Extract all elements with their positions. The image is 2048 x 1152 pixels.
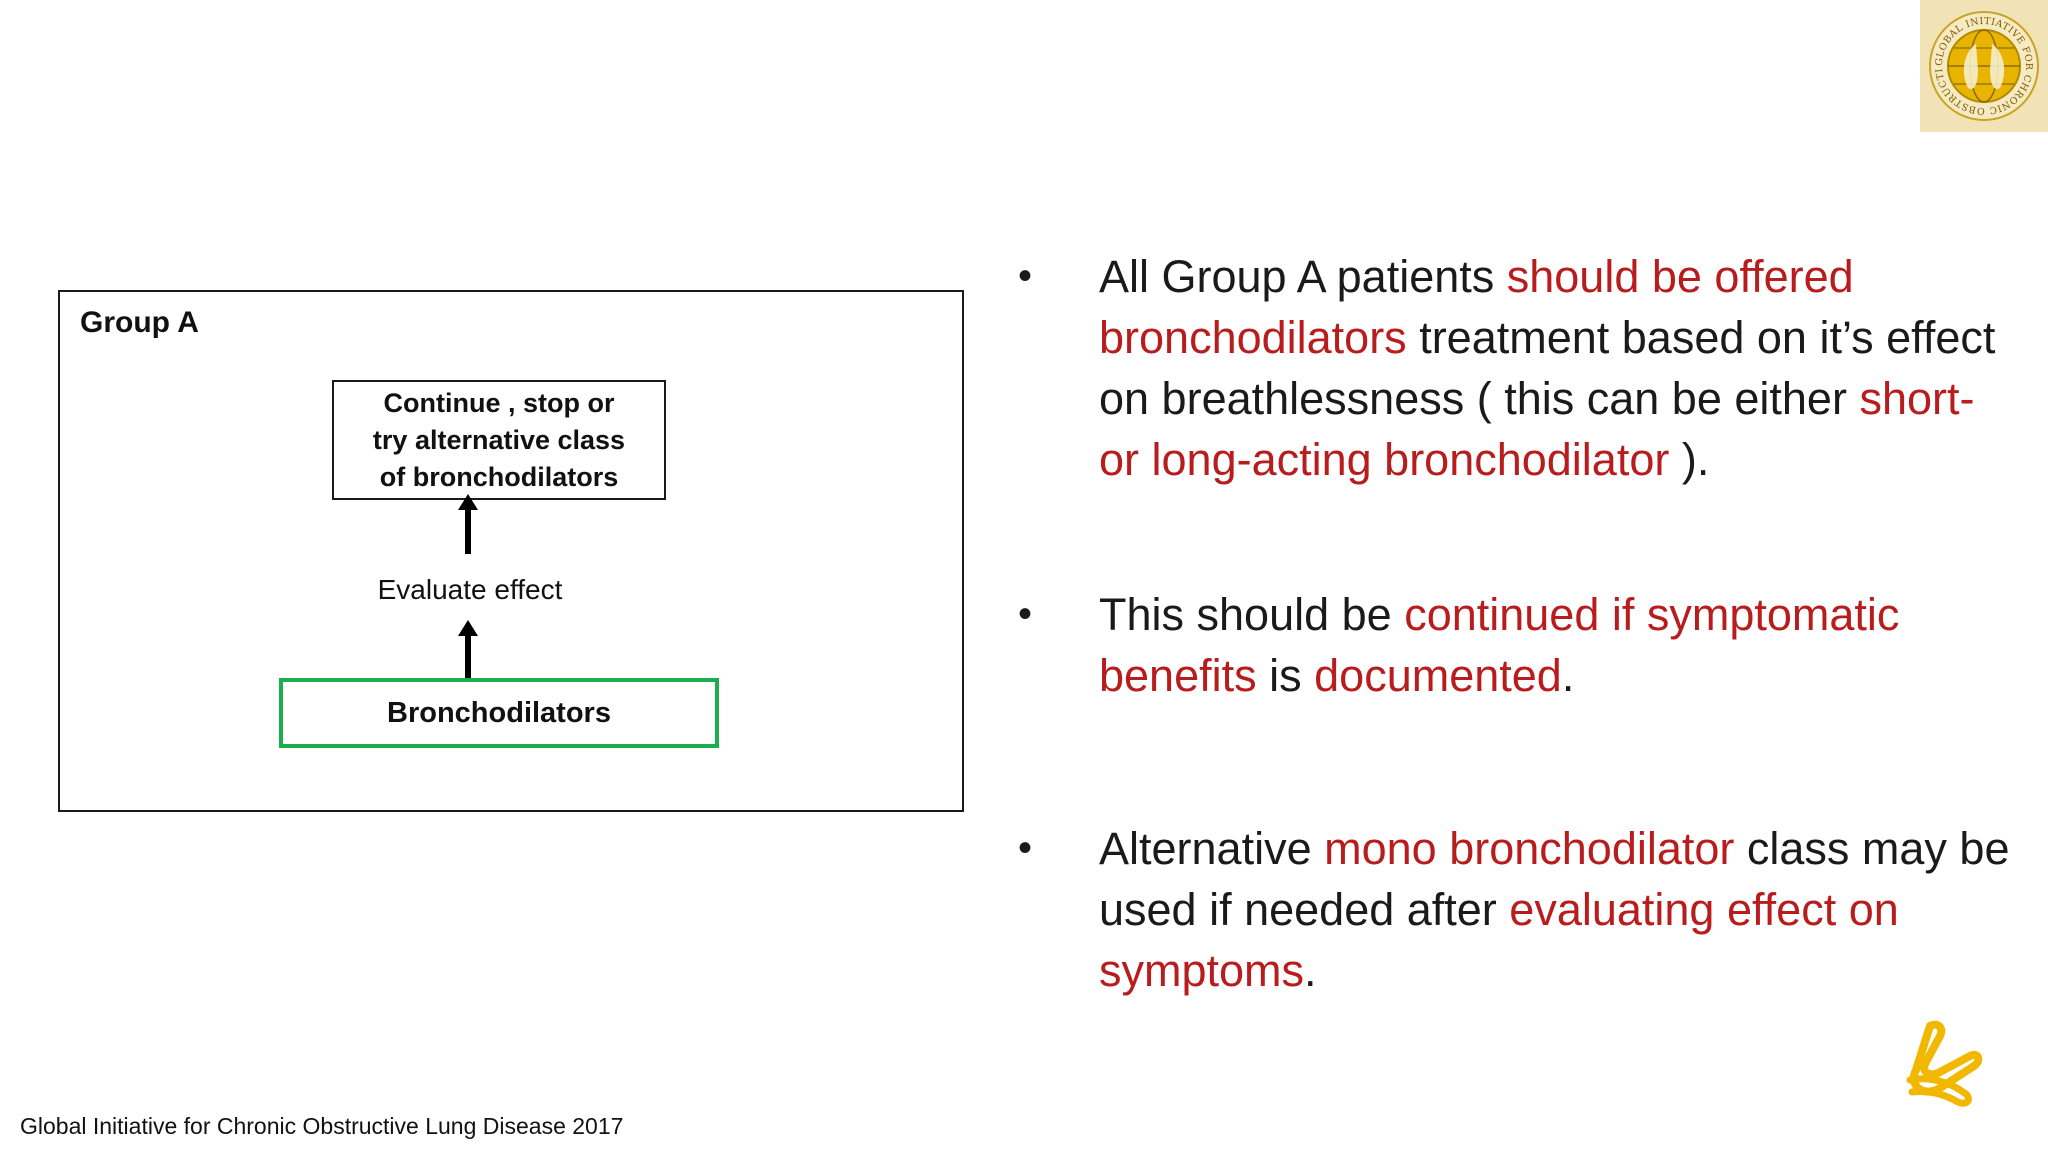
bullet-text-3: Alternative mono bronchodilator class ma…: [1099, 818, 2014, 1001]
top-box-line-3: of bronchodilators: [379, 461, 619, 492]
gold-logo: GLOBAL INITIATIVE FOR CHRONIC OBSTRUCTIV…: [1920, 0, 2048, 132]
bullet-dot-icon: •: [1018, 592, 1033, 636]
bullet-2-seg-2: continued if symptomatic benefits: [1099, 589, 1900, 701]
gold-initiative-seal-icon: GLOBAL INITIATIVE FOR CHRONIC OBSTRUCTIV…: [1920, 0, 2039, 121]
bullet-3-seg-3: class may be used if needed after: [1099, 823, 2010, 935]
continue-stop-box: Continue , stop or try alternative class…: [332, 380, 666, 500]
astrazeneca-logo: [1900, 1020, 1982, 1110]
group-a-diagram: Group A Continue , stop or try alternati…: [58, 290, 964, 812]
bullet-3-seg-2: mono bronchodilator: [1324, 823, 1735, 874]
bullet-1-seg-4: short- or long-acting bronchodilator: [1099, 373, 1975, 485]
bullet-1-seg-1: All Group A patients: [1099, 251, 1507, 302]
footer-citation: Global Initiative for Chronic Obstructiv…: [20, 1113, 624, 1139]
bullet-1-seg-2: should be offered bronchodilators: [1099, 251, 1854, 363]
up-arrow-lower-icon: [458, 620, 478, 682]
bullet-3-seg-5: .: [1304, 945, 1317, 996]
bronchodilators-box: Bronchodilators: [279, 678, 719, 748]
bullet-dot-icon: •: [1018, 254, 1033, 298]
bullet-text-2: This should be continued if symptomatic …: [1099, 584, 2014, 706]
bullet-2-seg-5: .: [1561, 650, 1575, 701]
bullet-1-seg-5: ).: [1669, 434, 1710, 485]
astrazeneca-logo-icon: [1906, 1020, 1982, 1107]
bullet-dot-icon: •: [1018, 826, 1033, 870]
bullet-2-seg-1: This should be: [1099, 589, 1405, 640]
group-title: Group A: [80, 306, 199, 339]
evaluate-effect-label: Evaluate effect: [377, 574, 563, 605]
bullet-3-seg-4: evaluating effect on symptoms: [1099, 884, 1899, 996]
bullet-text-1: All Group A patients should be offered b…: [1099, 246, 2014, 490]
bullet-2-seg-3: is: [1256, 650, 1315, 701]
top-box-line-1: Continue , stop or: [383, 387, 615, 418]
bullet-2-seg-4: documented: [1314, 650, 1562, 701]
bullet-1-seg-3: treatment based on it’s effect on breath…: [1099, 312, 1996, 424]
bronchodilators-label: Bronchodilators: [387, 696, 611, 729]
bullet-3-seg-1: Alternative: [1099, 823, 1325, 874]
top-box-line-2: try alternative class: [372, 424, 626, 455]
up-arrow-upper-icon: [458, 494, 478, 554]
